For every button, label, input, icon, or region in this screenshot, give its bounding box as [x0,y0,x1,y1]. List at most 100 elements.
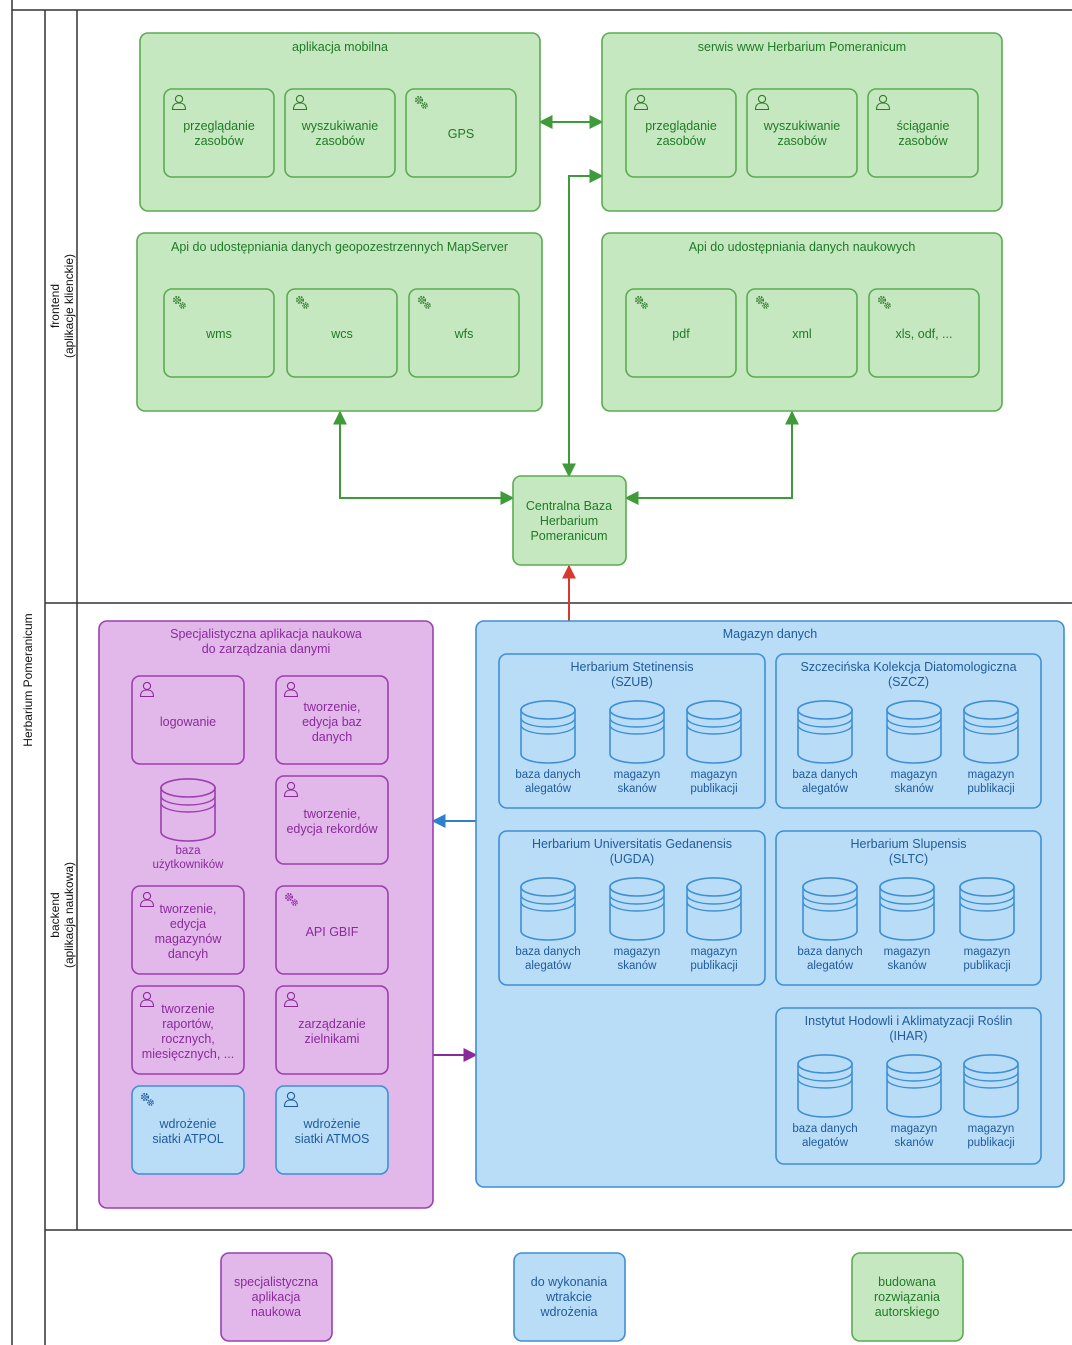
central-www-arrow [562,169,604,478]
warehouse-group-2-db-0-icon [520,877,576,941]
www-service-item-0-label: przeglądanie zasobów [645,119,717,148]
data-warehouse-title: Magazyn danych [722,626,818,641]
app-task-0-label: logowanie [159,714,217,729]
app-task-4 [131,885,245,975]
app-task-5 [275,885,389,975]
mapserver-api-item-2 [408,288,520,378]
app-task-3-label: tworzenie, edycja rekordów [286,807,378,836]
app-task-3 [275,775,389,865]
mobile-app-item-2-label: GPS [447,126,475,141]
www-service-item-0 [625,88,737,178]
legend-item-2 [851,1252,964,1342]
warehouse-group-0-db-1-label: magazyn skanów [613,768,661,796]
pool-frame [11,0,1072,1345]
app-task-1-label: tworzenie, edycja baz danych [302,699,362,744]
legend-item-1-label: do wykonania wtrakcie wdrożenia [530,1274,608,1319]
science-api-item-1-label: xml [792,326,812,341]
warehouse-group-2-title: Herbarium Universitatis Gedanensis (UGDA… [531,837,733,866]
mobile-app-item-0 [163,88,275,178]
pool-label: Herbarium Pomeranicum [21,613,35,747]
app-task-1 [275,675,389,765]
app-task-8 [131,1085,245,1175]
mobile-app-item-2 [405,88,517,178]
users-database-label: baza użytkowników [152,844,224,872]
lane-label-frontend: frontend (aplikacje klienckie) [48,253,76,359]
science-api-item-0-label: pdf [672,326,690,341]
warehouse-group-1-db-2-label: magazyn publikacji [967,768,1015,796]
warehouse-group-4-db-1-icon [886,1054,942,1118]
app-task-8-label: wdrożenie siatki ATPOL [152,1117,224,1146]
central-mapserver-arrow [333,410,515,505]
www-service-item-2 [867,88,979,178]
users-database-icon [160,778,216,842]
mapserver-api-item-0-label: wms [206,326,232,341]
mapserver-api-item-0 [163,288,275,378]
warehouse-group-4-db-0-label: baza danych alegatów [792,1122,858,1150]
warehouse-group-3-db-0-label: baza danych alegatów [797,945,863,973]
warehouse-group-2-db-2-icon [686,877,742,941]
warehouse-group-4-db-2-label: magazyn publikacji [967,1122,1015,1150]
warehouse-group-1-db-1-icon [886,700,942,764]
mobile-app-title: aplikacja mobilna [292,39,388,54]
central-database-label: Centralna Baza Herbarium Pomeranicum [525,498,613,543]
legend-item-0 [220,1252,333,1342]
mapserver-api-item-2-label: wfs [454,326,474,341]
warehouse-group-3-db-2-label: magazyn publikacji [963,945,1011,973]
warehouse-group-4-db-2-icon [963,1054,1019,1118]
warehouse-group-1-db-1-label: magazyn skanów [890,768,938,796]
app-task-7-label: zarządzanie zielnikami [298,1017,366,1046]
warehouse-group-1-db-0-label: baza danych alegatów [792,768,858,796]
www-service-title: serwis www Herbarium Pomeranicum [697,39,907,54]
mobile-app-item-0-label: przeglądanie zasobów [183,119,255,148]
warehouse-group-2-db-2-label: magazyn publikacji [690,945,738,973]
science-api-item-2-label: xls, odf, ... [895,326,953,341]
app-task-6-label: tworzenie raportów, rocznych, miesięczny… [141,1002,235,1061]
science-api-item-2 [868,288,980,378]
science-api-item-1 [746,288,858,378]
www-service-item-1 [746,88,858,178]
warehouse-group-0-db-1-icon [609,700,665,764]
www-service-item-2-label: ściąganie zasobów [896,119,950,148]
www-service-item-1-label: wyszukiwanie zasobów [763,119,841,148]
app-task-4-label: tworzenie, edycja magazynów dancyh [154,902,222,961]
warehouse-group-3-db-2-icon [959,877,1015,941]
warehouse-group-0-db-2-icon [686,700,742,764]
central-database [512,475,627,566]
specialist-app-title: Specjalistyczna aplikacja naukowa do zar… [170,627,362,656]
warehouse-group-0-title: Herbarium Stetinensis (SZUB) [570,660,694,689]
mapserver-api-title: Api do udostępniania danych geopozestrze… [170,239,509,254]
mobile-app-item-1 [284,88,396,178]
central-sciapi-arrow [624,410,799,505]
legend-item-2-label: budowana rozwiązania autorskiego [873,1274,940,1319]
warehouse-group-4-db-0-icon [797,1054,853,1118]
connectors [333,115,799,1062]
legend-item-0-label: specjalistyczna aplikacja naukowa [233,1274,319,1319]
mapserver-api-item-1 [286,288,398,378]
warehouse-group-2-db-1-label: magazyn skanów [613,945,661,973]
warehouse-group-4-title: Instytut Hodowli i Aklimatyzacji Roślin … [804,1014,1013,1043]
science-api-title: Api do udostępniania danych naukowych [688,239,916,254]
mapserver-api-item-1-label: wcs [331,326,353,341]
warehouse-group-0-db-2-label: magazyn publikacji [690,768,738,796]
app-task-0 [131,675,245,765]
app-task-5-label: API GBIF [305,924,359,939]
warehouse-group-1-db-2-icon [963,700,1019,764]
warehouse-group-1-db-0-icon [797,700,853,764]
warehouse-group-4-db-1-label: magazyn skanów [890,1122,938,1150]
app-task-9 [275,1085,389,1175]
warehouse-group-3-db-0-icon [802,877,858,941]
warehouse-group-3-db-1-label: magazyn skanów [883,945,931,973]
warehouse-group-2-db-0-label: baza danych alegatów [515,945,581,973]
app-task-9-label: wdrożenie siatki ATMOS [294,1117,370,1146]
legend-item-1 [513,1252,626,1342]
warehouse-group-0-db-0-icon [520,700,576,764]
app-task-6 [131,985,245,1075]
warehouse-group-3-title: Herbarium Slupensis (SLTC) [850,837,967,866]
warehouse-group-3-db-1-icon [879,877,935,941]
lane-label-backend: backend (aplikacja naukowa) [48,861,76,969]
mobile-app-item-1-label: wyszukiwanie zasobów [301,119,379,148]
app-task-7 [275,985,389,1075]
science-api-item-0 [625,288,737,378]
warehouse-group-1-title: Szczecińska Kolekcja Diatomologiczna (SZ… [800,660,1017,689]
